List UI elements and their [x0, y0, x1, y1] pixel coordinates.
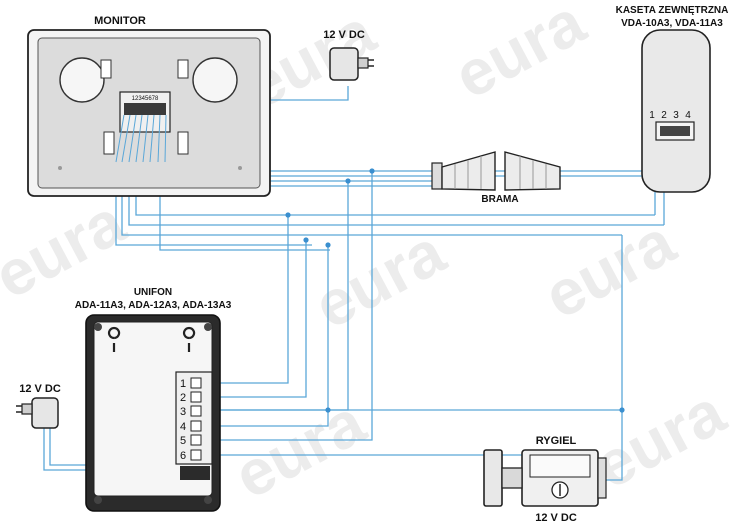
handset-terminal-3: 3	[180, 406, 186, 418]
camera-terminal-1: 1	[649, 110, 655, 121]
door-camera: KASETA ZEWNĘTRZNA VDA-10A3, VDA-11A3 1 2…	[616, 5, 729, 193]
lock-top-cover	[529, 454, 591, 478]
handset-title-2: ADA-11A3, ADA-12A3, ADA-13A3	[75, 300, 232, 311]
lock-side-cap	[597, 457, 607, 499]
electric-lock: RYGIEL 12 V DC	[483, 435, 607, 524]
lock-bolt	[501, 467, 523, 489]
watermark-text: eura	[533, 205, 687, 332]
keyhole-icon	[182, 326, 196, 352]
handset-terminal-2: 2	[180, 392, 186, 404]
wire	[212, 171, 373, 441]
gate-label: BRAMA	[481, 194, 518, 205]
junctions	[285, 168, 625, 413]
monitor-label: MONITOR	[94, 15, 146, 27]
wire	[212, 240, 307, 398]
terminal-screw-icon	[190, 377, 202, 389]
terminal-numbers: 12345678	[132, 96, 159, 102]
connector-pins	[124, 103, 166, 115]
camera-connector-pins	[660, 126, 690, 136]
handset-title-1: UNIFON	[134, 287, 172, 298]
gate: BRAMA	[431, 151, 561, 205]
mount-hook-icon	[103, 131, 115, 155]
screw-icon	[94, 323, 102, 331]
terminal-screw-icon	[190, 405, 202, 417]
psu-left-label: 12 V DC	[19, 383, 61, 395]
power-adapter-icon	[31, 397, 59, 429]
terminal-screw-icon	[190, 391, 202, 403]
terminal-screw-icon	[190, 420, 202, 432]
handset: UNIFON ADA-11A3, ADA-12A3, ADA-13A3 1 2 …	[75, 287, 232, 512]
camera-terminal-2: 2	[661, 110, 667, 121]
power-adapter-top: 12 V DC	[323, 29, 374, 81]
handset-terminal-6: 6	[180, 450, 186, 462]
keyhole-icon	[107, 326, 121, 352]
wire	[605, 235, 623, 481]
gate-post	[431, 162, 443, 190]
junction-dot	[369, 168, 375, 174]
wire	[212, 245, 329, 427]
handset-terminal-5: 5	[180, 435, 186, 447]
camera-title-2: VDA-10A3, VDA-11A3	[621, 18, 723, 29]
junction-dot	[303, 237, 309, 243]
speaker-left-icon	[59, 57, 105, 103]
junction-dot	[345, 178, 351, 184]
plug-prong-icon	[357, 57, 369, 69]
watermark-text: eura	[303, 215, 457, 342]
plug-prong-icon	[21, 403, 33, 415]
camera-terminal-3: 3	[673, 110, 679, 121]
camera-title-1: KASETA ZEWNĘTRZNA	[616, 5, 729, 16]
lock-psu-label: 12 V DC	[535, 512, 577, 524]
speaker-right-icon	[192, 57, 238, 103]
handset-latch	[180, 466, 210, 480]
mount-hook-icon	[177, 131, 189, 155]
junction-dot	[325, 407, 331, 413]
junction-dot	[619, 407, 625, 413]
camera-terminal-4: 4	[685, 110, 691, 121]
power-adapter-icon	[329, 47, 359, 81]
wire	[212, 215, 289, 384]
screw-icon	[204, 323, 212, 331]
terminal-screw-icon	[190, 434, 202, 446]
mount-hook-icon	[100, 59, 112, 79]
lock-strike-plate	[483, 449, 503, 507]
screw-icon	[94, 496, 102, 504]
monitor: MONITOR 12345678	[27, 15, 271, 197]
psu-top-label: 12 V DC	[323, 29, 365, 41]
handset-terminal-1: 1	[180, 378, 186, 390]
screw-icon	[204, 496, 212, 504]
lock-title: RYGIEL	[536, 435, 577, 447]
terminal-screws	[190, 377, 202, 461]
watermark-text: eura	[443, 0, 597, 112]
connector-fan	[115, 114, 167, 163]
mount-hook-icon	[177, 59, 189, 79]
door-camera-panel-icon	[641, 29, 711, 193]
screw-icon	[58, 166, 62, 170]
junction-dot	[285, 212, 291, 218]
junction-dot	[325, 242, 331, 248]
screw-icon	[238, 166, 242, 170]
watermark-text: eura	[223, 385, 377, 512]
handset-terminal-4: 4	[180, 421, 186, 433]
terminal-screw-icon	[190, 449, 202, 461]
power-adapter-left: 12 V DC	[16, 383, 61, 429]
